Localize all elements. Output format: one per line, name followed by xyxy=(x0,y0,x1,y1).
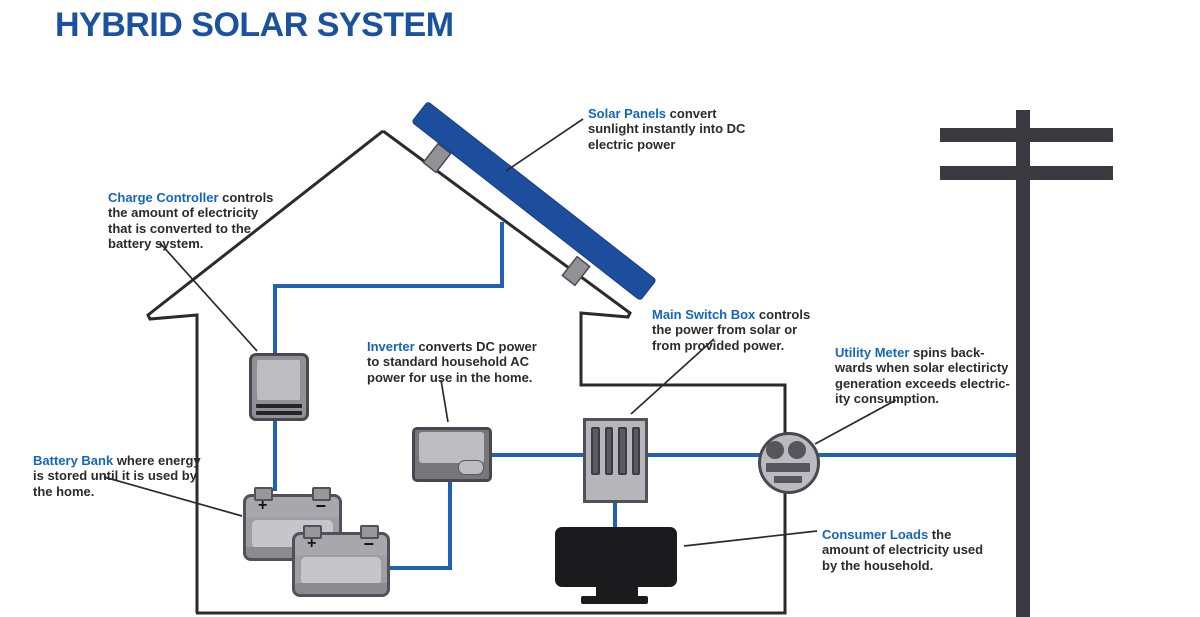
controller-display xyxy=(257,360,300,400)
main-switch-box-device xyxy=(583,418,648,503)
house-outline-right xyxy=(196,129,787,615)
battery-terminal xyxy=(303,525,322,539)
meter-dial xyxy=(766,441,784,459)
label-battery-bank-lead: Battery Bank xyxy=(33,452,114,468)
label-charge-controller-lead: Charge Controller xyxy=(108,189,219,205)
label-main-switch-box-lead: Main Switch Box xyxy=(652,306,756,322)
label-consumer-loads: Consumer Loads the amount of electricity… xyxy=(822,511,983,573)
panel-bracket-lower xyxy=(561,255,591,287)
pointer-battery-bank xyxy=(103,476,243,517)
minus-symbol: − xyxy=(363,534,374,554)
label-inverter-lead: Inverter xyxy=(367,338,415,354)
label-solar-panels-lead: Solar Panels xyxy=(588,105,667,121)
house-outline-left xyxy=(146,129,384,613)
breaker-slot xyxy=(591,427,600,475)
tv-stand-neck xyxy=(596,587,638,596)
label-main-switch-box: Main Switch Box controls the power from … xyxy=(652,291,810,353)
plus-symbol: + xyxy=(307,535,317,552)
inverter-button xyxy=(458,460,484,475)
minus-symbol: − xyxy=(315,496,326,516)
battery-base xyxy=(295,583,387,594)
label-consumer-loads-rest: the amount of electricity used by the ho… xyxy=(822,526,984,573)
label-solar-panels-rest: convert sunlight instantly into DC elect… xyxy=(588,105,746,152)
meter-readout-small xyxy=(774,476,802,483)
label-utility-meter-lead: Utility Meter xyxy=(835,344,910,360)
page-title: HYBRID SOLAR SYSTEM xyxy=(55,6,454,44)
breaker-slot xyxy=(618,427,627,475)
pointer-solar-panels xyxy=(505,118,584,172)
battery-bank-battery-2: + − xyxy=(292,525,390,597)
controller-vent-slot xyxy=(256,404,302,408)
tv-stand-base xyxy=(581,596,648,604)
battery-terminal xyxy=(312,487,331,501)
pole-crossarm-top xyxy=(940,128,1113,142)
inverter-device xyxy=(412,427,492,482)
label-charge-controller: Charge Controller controls the amount of… xyxy=(108,174,273,252)
breaker-slot xyxy=(604,427,613,475)
pointer-charge-controller xyxy=(159,242,258,352)
pointer-inverter xyxy=(440,379,449,423)
pole-crossarm-bottom xyxy=(940,166,1113,180)
panel-bracket-upper xyxy=(422,142,452,174)
battery-cell-panel xyxy=(301,557,381,585)
pointer-consumer-loads xyxy=(683,530,818,547)
label-inverter: Inverter converts DC power to standard h… xyxy=(367,323,537,385)
battery-terminal xyxy=(360,525,379,539)
solar-panel xyxy=(412,102,656,300)
label-battery-bank-rest: where energy is stored until it is used … xyxy=(33,452,201,499)
meter-readout xyxy=(766,463,810,472)
label-battery-bank: Battery Bank where energy is stored unti… xyxy=(33,437,201,499)
charge-controller-device xyxy=(249,353,309,421)
plus-symbol: + xyxy=(258,497,268,514)
consumer-loads-tv xyxy=(555,527,677,587)
label-utility-meter: Utility Meter spins back- wards when sol… xyxy=(835,329,1010,407)
label-utility-meter-rest: spins back- wards when solar electiricty… xyxy=(835,344,1010,407)
meter-dial xyxy=(788,441,806,459)
wire-battery-to-inverter xyxy=(388,480,452,570)
breaker-slot xyxy=(631,427,640,475)
controller-vent-slot xyxy=(256,411,302,415)
pointer-utility-meter xyxy=(814,399,897,445)
label-charge-controller-rest: controls the amount of electricity that … xyxy=(108,189,274,252)
inverter-display xyxy=(419,432,484,463)
pointer-main-switch-box xyxy=(630,338,715,415)
label-solar-panels: Solar Panels convert sunlight instantly … xyxy=(588,90,745,152)
battery-terminal xyxy=(254,487,273,501)
utility-meter-device xyxy=(758,432,820,494)
utility-pole xyxy=(1016,110,1030,617)
label-consumer-loads-lead: Consumer Loads xyxy=(822,526,929,542)
label-main-switch-box-rest: controls the power from solar or from pr… xyxy=(652,306,811,353)
label-inverter-rest: converts DC power to standard household … xyxy=(367,338,537,385)
